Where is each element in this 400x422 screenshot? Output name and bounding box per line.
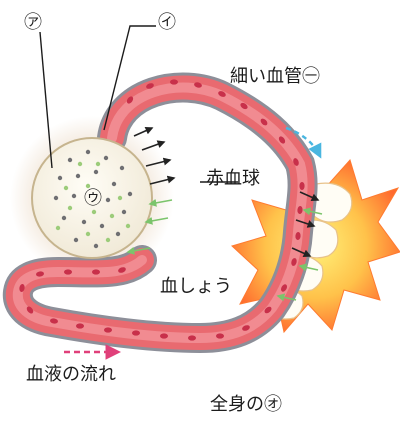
label-a: ㋐ xyxy=(24,12,42,33)
blood-vessel xyxy=(2,72,318,354)
label-thin-vessel: 細い血管㊀ xyxy=(230,66,320,87)
label-u: ㋒ xyxy=(84,188,102,209)
label-whole-body: 全身の㋔ xyxy=(210,394,282,415)
label-red-blood-cell: 赤血球 xyxy=(206,168,260,189)
alveolus xyxy=(31,137,153,259)
label-pointers xyxy=(39,25,238,183)
label-blood-flow: 血液の流れ xyxy=(26,364,116,385)
exchange-arrows xyxy=(126,126,323,302)
label-plasma: 血しょう xyxy=(160,276,232,297)
alveolus-particles xyxy=(53,149,133,249)
vessel-flow-arrow xyxy=(285,126,322,159)
red-blood-cells xyxy=(19,79,305,341)
label-i: ㋑ xyxy=(158,12,176,33)
